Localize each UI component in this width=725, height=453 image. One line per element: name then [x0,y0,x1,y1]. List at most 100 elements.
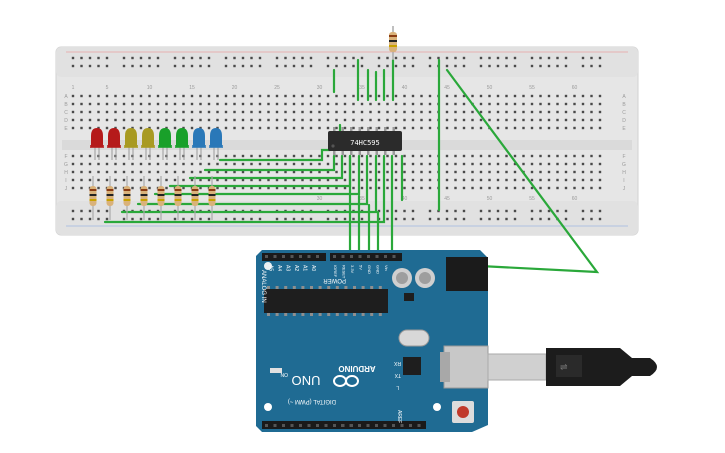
resistor[interactable] [123,176,131,220]
analog-pin-label: A1 [302,265,308,271]
row-label: G [622,162,626,168]
jumper-wire[interactable] [445,68,600,274]
resistor-row [89,176,216,220]
power-pin-label: IOREF [333,265,338,278]
analog-pin-label: A0 [310,265,316,271]
power-jack [446,257,488,291]
row-label: D [622,118,626,124]
resistor[interactable] [89,176,97,220]
power-label: POWER [323,277,346,283]
chip-label: 74HC595 [350,139,380,147]
shift-register-chip[interactable]: 74HC595 [328,127,402,155]
column-label-top: 1 [72,85,75,91]
rx-label: RX [393,360,401,366]
analog-pin-label: A2 [293,265,299,271]
row-label: H [622,170,626,176]
digital-header-low [262,421,362,429]
led-red[interactable] [90,128,104,160]
column-label-top: 30 [317,85,323,91]
power-header [330,253,402,261]
led-yellow[interactable] [124,128,138,160]
column-label-bottom: 45 [444,196,450,202]
digital-label: DIGITAL (PWM ~) [288,398,336,404]
resistor[interactable] [174,176,182,220]
row-label: E [622,126,626,132]
power-pin-label: GND [376,265,381,274]
jumper-wire[interactable] [188,154,344,180]
row-label: J [623,186,626,192]
resistor[interactable] [208,176,216,220]
led-green[interactable] [175,128,189,160]
power-pin-label: 5V [359,265,364,270]
led-yellow[interactable] [141,128,155,160]
row-label: B [64,102,68,108]
analog-header [262,253,326,261]
row-label: D [64,118,68,124]
column-label-top: 5 [106,85,109,91]
arduino-uno-board[interactable]: ARDUINO UNO POWER ANALOG IN DIGITAL (PWM… [256,250,489,432]
column-label-top: 10 [147,85,153,91]
row-label: C [64,110,68,116]
column-label-top: 15 [189,85,195,91]
jumper-wire[interactable] [120,154,378,214]
brand-label: ARDUINO [338,364,375,373]
analog-pin-label: A4 [276,265,282,271]
row-label: I [623,178,624,184]
led-green[interactable] [158,128,172,160]
led-row [90,128,223,160]
row-label: B [622,102,626,108]
microcontroller [264,289,388,313]
aref-label: AREF [396,410,402,423]
analog-pin-label: A3 [285,265,291,271]
jumper-wire[interactable] [153,154,361,196]
column-label-top: 35 [359,85,365,91]
column-label-bottom: 30 [317,196,323,202]
row-label: F [64,154,67,160]
column-label-top: 55 [529,85,535,91]
jumper-wire[interactable] [218,148,332,162]
row-label: C [622,110,626,116]
usb-cable: ⇌ [487,348,657,386]
column-label-bottom: 55 [529,196,535,202]
arduino-logo [333,375,359,387]
svg-text:⇌: ⇌ [560,362,568,372]
resistor[interactable] [191,176,199,220]
led-blue[interactable] [192,128,206,160]
analog-pin-label: A5 [268,265,274,271]
power-pin-label: GND [367,265,372,274]
tx-label: TX [394,372,401,378]
analog-in-label: ANALOG IN [260,270,266,303]
usb-port [443,345,489,389]
power-pin-label: Vin [384,265,389,271]
row-label: J [65,186,68,192]
column-label-bottom: 50 [487,196,493,202]
row-label: G [64,162,68,168]
jumper-wire[interactable] [103,154,386,224]
jumper-wire[interactable] [203,154,336,172]
on-label: ON [280,371,288,377]
power-pin-label: 3.3V [350,265,355,274]
resistor[interactable] [140,176,148,220]
led-red[interactable] [107,128,121,160]
power-pin-label: RESET [342,265,347,279]
row-label: I [65,178,66,184]
model-label: UNO [292,373,321,388]
column-label-top: 20 [232,85,238,91]
top-resistor[interactable] [389,26,397,60]
row-label: A [622,94,626,100]
resistor[interactable] [106,176,114,220]
column-label-top: 45 [444,85,450,91]
column-label-top: 40 [402,85,408,91]
column-label-top: 60 [572,85,578,91]
column-label-bottom: 40 [402,196,408,202]
resistor[interactable] [157,176,165,220]
row-label: A [64,94,68,100]
column-label-top: 50 [487,85,493,91]
row-label: F [622,154,625,160]
column-label-bottom: 60 [572,196,578,202]
led-blue[interactable] [209,128,223,160]
column-label-bottom: 35 [359,196,365,202]
l-label: L [396,384,399,390]
